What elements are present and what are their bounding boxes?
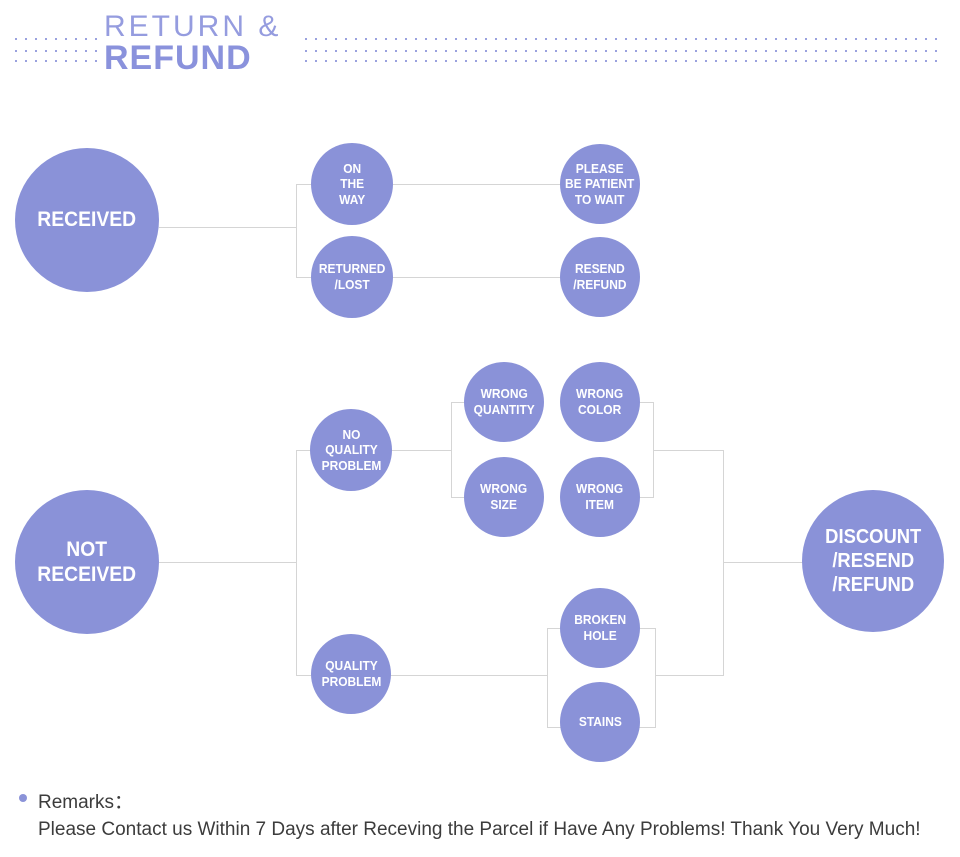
flow-node-on-the-way: ON THE WAY (311, 143, 393, 225)
flow-node-please-be-patient: PLEASE BE PATIENT TO WAIT (560, 144, 640, 224)
node-label: PLEASE BE PATIENT TO WAIT (565, 160, 635, 207)
flow-node-stains: STAINS (560, 682, 640, 762)
flow-node-resend-refund: RESEND /REFUND (560, 237, 640, 317)
flow-node-wrong-size: WRONG SIZE (464, 457, 544, 537)
flow-node-wrong-color: WRONG COLOR (560, 362, 640, 442)
connector-line (655, 628, 656, 728)
connector-line (296, 450, 297, 675)
dotted-divider-row3 (15, 60, 945, 62)
bullet-icon (19, 794, 27, 802)
node-label: RECEIVED (37, 208, 137, 232)
node-label: WRONG SIZE (480, 481, 528, 512)
connector-line (451, 402, 452, 498)
flow-node-no-quality-problem: NO QUALITY PROBLEM (310, 409, 392, 491)
node-label: DISCOUNT /RESEND /REFUND (824, 526, 922, 596)
dotted-divider-row2 (15, 50, 945, 52)
flow-node-discount-resend-refund: DISCOUNT /RESEND /REFUND (802, 490, 944, 632)
flow-node-broken-hole: BROKEN HOLE (560, 588, 640, 668)
title-return-line: RETURN & (104, 10, 282, 43)
node-label: NO QUALITY PROBLEM (321, 426, 381, 473)
connector-line (296, 277, 561, 278)
flow-node-wrong-quantity: WRONG QUANTITY (464, 362, 544, 442)
connector-line (547, 628, 548, 728)
connector-line (296, 184, 297, 278)
node-label: WRONG QUANTITY (473, 386, 535, 417)
flow-node-wrong-item: WRONG ITEM (560, 457, 640, 537)
connector-line (296, 675, 547, 676)
remarks-heading: Remarks： (38, 792, 134, 813)
node-label: WRONG ITEM (576, 481, 624, 512)
connector-line (723, 450, 724, 676)
connector-line (653, 450, 723, 451)
node-label: NOT RECEIVED (37, 537, 137, 586)
flow-node-quality-problem: QUALITY PROBLEM (311, 634, 391, 714)
page-title: RETURN & REFUND (98, 9, 298, 80)
dotted-divider-row1 (15, 38, 945, 40)
node-label: STAINS (578, 714, 622, 730)
node-label: WRONG COLOR (576, 386, 624, 417)
remarks-body: Please Contact us Within 7 Days after Re… (38, 819, 921, 840)
connector-line (159, 227, 297, 228)
node-label: RESEND /REFUND (573, 261, 627, 292)
connector-line (296, 184, 561, 185)
node-label: BROKEN HOLE (574, 612, 626, 643)
connector-line (159, 562, 297, 563)
flow-node-received: RECEIVED (15, 148, 159, 292)
connector-line (723, 562, 803, 563)
node-label: RETURNED /LOST (318, 261, 386, 292)
flow-node-returned-lost: RETURNED /LOST (311, 236, 393, 318)
title-refund-line: REFUND (104, 39, 252, 77)
node-label: ON THE WAY (338, 160, 366, 207)
node-label: QUALITY PROBLEM (321, 658, 381, 689)
flow-node-not-received: NOT RECEIVED (15, 490, 159, 634)
connector-line (655, 675, 723, 676)
